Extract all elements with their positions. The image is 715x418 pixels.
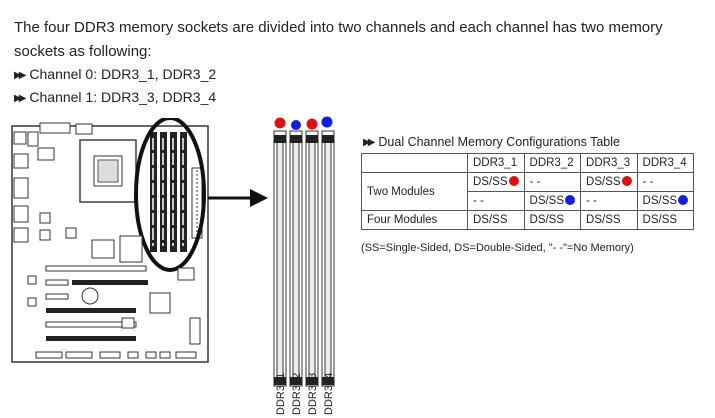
table-cell: - - [636, 172, 695, 192]
channel-1-line: ▶▶Channel 1: DDR3_3, DDR3_4 [14, 89, 216, 105]
table-header-cell: DDR3_4 [636, 153, 695, 173]
table-header-cell: DDR3_3 [580, 153, 638, 173]
table-header-row: DDR3_1 DDR3_2 DDR3_3 DDR3_4 [361, 153, 695, 173]
slot-label-ddr3-3: DDR3_3 [307, 373, 319, 415]
slot-label-ddr3-1: DDR3_1 [275, 373, 287, 415]
table-header-cell: DDR3_2 [523, 153, 582, 173]
channel-1-marker [321, 116, 333, 128]
channel-0-marker [274, 117, 286, 129]
table-cell: DS/SS [580, 210, 638, 230]
blue-dot-icon [565, 195, 576, 205]
channel-0-text: Channel 0: DDR3_1, DDR3_2 [29, 66, 217, 82]
row-label: Four Modules [361, 210, 468, 230]
table-cell: DS/SS [467, 210, 525, 230]
table-cell: DS/SS [523, 210, 582, 230]
double-arrow-icon: ▶▶ [363, 137, 376, 148]
table-cell: DS/SS [523, 191, 582, 211]
memory-config-table: DDR3_1 DDR3_2 DDR3_3 DDR3_4 Two Modules … [361, 153, 695, 230]
table-header-cell: DDR3_1 [467, 153, 525, 173]
row-label: Two Modules [361, 172, 468, 211]
table-cell: DS/SS [636, 191, 695, 211]
table-note: (SS=Single-Sided, DS=Double-Sided, "- -"… [361, 242, 634, 254]
table-cell: - - [580, 191, 638, 211]
table-header-cell [361, 153, 468, 173]
dimm-slot [273, 130, 335, 387]
slot-label-ddr3-4: DDR3_4 [323, 373, 335, 415]
table-cell: DS/SS [580, 172, 638, 192]
table-cell: - - [467, 191, 525, 211]
double-arrow-icon: ▶▶ [14, 93, 27, 104]
channel-1-marker [291, 120, 301, 130]
red-dot-icon [508, 176, 519, 186]
pointer-arrow-icon [208, 189, 268, 207]
memory-slots-diagram: DDR3_1 DDR3_2 DDR3_3 DDR3_4 [273, 116, 335, 415]
table-row: - - DS/SS - - DS/SS [362, 191, 695, 211]
channel-1-text: Channel 1: DDR3_3, DDR3_4 [29, 89, 217, 105]
slot-label-ddr3-2: DDR3_2 [291, 373, 303, 415]
table-row: Two Modules DS/SS - - DS/SS - - [361, 172, 695, 211]
table-title: Dual Channel Memory Configurations Table [378, 135, 620, 149]
channel-0-line: ▶▶Channel 0: DDR3_1, DDR3_2 [14, 66, 216, 82]
intro-text: The four DDR3 memory sockets are divided… [14, 19, 663, 60]
table-row: Four Modules DS/SS DS/SS DS/SS DS/SS [361, 210, 695, 230]
channel-0-marker [306, 118, 318, 130]
table-cell: DS/SS [467, 172, 525, 192]
motherboard-diagram [11, 118, 209, 363]
blue-dot-icon [678, 195, 689, 205]
table-cell: - - [523, 172, 582, 192]
table-title-line: ▶▶Dual Channel Memory Configurations Tab… [363, 135, 620, 149]
double-arrow-icon: ▶▶ [14, 70, 27, 81]
red-dot-icon [621, 176, 632, 186]
table-cell: DS/SS [636, 210, 695, 230]
